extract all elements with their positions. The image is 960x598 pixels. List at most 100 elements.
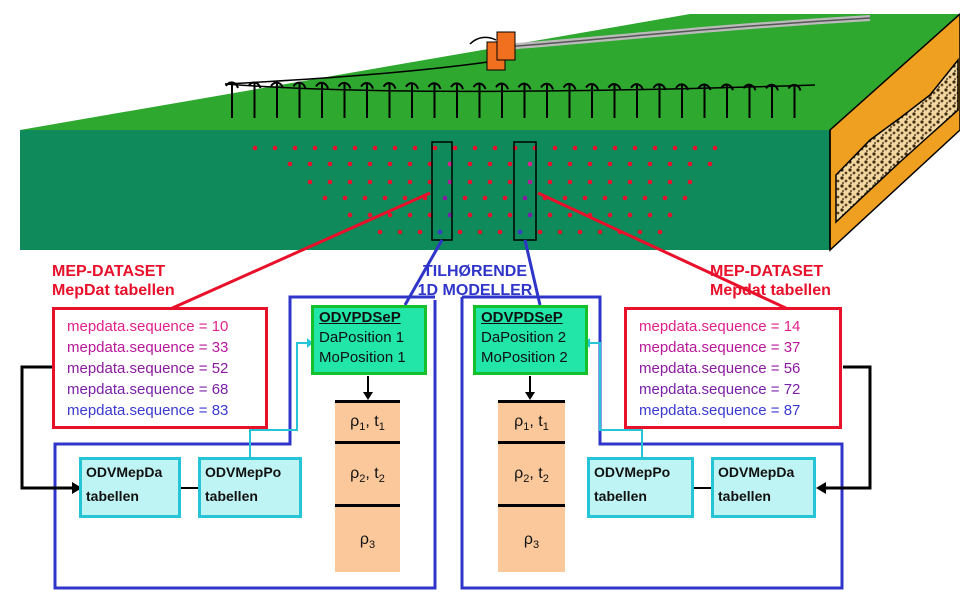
measurement-dot bbox=[467, 212, 473, 218]
layer-2: ρ2, t2 bbox=[498, 444, 565, 504]
layer-2: ρ2, t2 bbox=[335, 444, 400, 504]
electrode bbox=[292, 81, 307, 118]
measurement-dot bbox=[692, 145, 698, 151]
odvmeppo-table-right: ODVMepPo tabellen bbox=[587, 457, 694, 518]
measurement-dot bbox=[467, 161, 473, 167]
layer-model-right: ρ1, t1 ρ2, t2 ρ3 bbox=[498, 400, 565, 572]
measurement-dot bbox=[607, 212, 613, 218]
odvmepda-table-right: ODVMepDa tabellen bbox=[711, 457, 816, 518]
center-heading-line2: 1D MODELLER bbox=[417, 282, 533, 299]
measurement-dot bbox=[372, 145, 378, 151]
measurement-dot bbox=[672, 145, 678, 151]
table-name: ODVMepDa bbox=[718, 464, 795, 480]
electrode bbox=[652, 83, 667, 118]
model-frame-right bbox=[460, 295, 844, 590]
measurement-dot bbox=[667, 179, 673, 185]
electrode bbox=[765, 83, 779, 118]
measurement-dot bbox=[687, 161, 693, 167]
measurement-dot bbox=[442, 195, 448, 201]
measurement-dot bbox=[657, 229, 663, 235]
measurement-dot bbox=[572, 145, 578, 151]
measurement-dot bbox=[412, 145, 418, 151]
odv-box-right: ODVPDSeP DaPosition 2 MoPosition 2 bbox=[473, 305, 588, 375]
measurement-dot bbox=[362, 195, 368, 201]
measurement-dot bbox=[367, 161, 373, 167]
measurement-dot bbox=[322, 195, 328, 201]
sequence-item: mepdata.sequence = 72 bbox=[639, 381, 801, 398]
measurement-dot bbox=[577, 229, 583, 235]
measurement-dot bbox=[647, 179, 653, 185]
measurement-dot bbox=[567, 179, 573, 185]
sequence-item: mepdata.sequence = 56 bbox=[639, 360, 801, 377]
ground-surface bbox=[20, 14, 960, 130]
sequence-item: mepdata.sequence = 83 bbox=[67, 402, 229, 419]
measurement-dot bbox=[527, 212, 533, 218]
electrode bbox=[315, 81, 329, 118]
measurement-dot bbox=[447, 179, 453, 185]
measurement-dot bbox=[437, 229, 443, 235]
odv-da-position: DaPosition 2 bbox=[481, 329, 567, 346]
measurement-dot bbox=[387, 161, 393, 167]
measurement-dot bbox=[582, 195, 588, 201]
measurement-dot bbox=[667, 212, 673, 218]
measurement-dot bbox=[327, 161, 333, 167]
measurement-dot bbox=[417, 229, 423, 235]
measurement-dot bbox=[527, 161, 533, 167]
measurement-dot bbox=[407, 179, 413, 185]
left-sequence-box: mepdata.sequence = 10 mepdata.sequence =… bbox=[52, 307, 268, 429]
measurement-dot bbox=[652, 145, 658, 151]
odv-title: ODVPDSeP bbox=[319, 309, 401, 326]
electrode bbox=[450, 82, 464, 118]
measurement-dot bbox=[487, 179, 493, 185]
electrode bbox=[787, 83, 802, 118]
table-name: ODVMepPo bbox=[594, 464, 671, 480]
measurement-dot bbox=[537, 229, 543, 235]
measurement-dot bbox=[307, 179, 313, 185]
measurement-dot bbox=[427, 161, 433, 167]
sequence-item: mepdata.sequence = 52 bbox=[67, 360, 229, 377]
measurement-dot bbox=[477, 229, 483, 235]
measurement-dot bbox=[312, 145, 318, 151]
measurement-dot bbox=[392, 145, 398, 151]
sequence-item: mepdata.sequence = 87 bbox=[639, 402, 801, 419]
measurement-dot bbox=[427, 179, 433, 185]
electrode bbox=[427, 82, 442, 118]
measurement-dot bbox=[447, 212, 453, 218]
electrode bbox=[382, 82, 397, 118]
measurement-dot bbox=[627, 179, 633, 185]
measurement-dot bbox=[557, 229, 563, 235]
measurement-dot bbox=[472, 145, 478, 151]
left-dataset-subtitle: MepDat tabellen bbox=[52, 282, 175, 299]
electrode bbox=[270, 81, 284, 118]
measurement-dot bbox=[287, 161, 293, 167]
measurement-dot bbox=[497, 229, 503, 235]
electrode bbox=[630, 83, 644, 118]
measurement-dot bbox=[687, 179, 693, 185]
measurement-dot bbox=[517, 229, 523, 235]
table-label: tabellen bbox=[205, 488, 258, 504]
measurement-dot bbox=[607, 179, 613, 185]
measurement-dot bbox=[347, 212, 353, 218]
table-label: tabellen bbox=[718, 488, 771, 504]
right-sequence-box: mepdata.sequence = 14 mepdata.sequence =… bbox=[624, 307, 842, 429]
table-name: ODVMepDa bbox=[86, 464, 163, 480]
measurement-dot bbox=[592, 145, 598, 151]
measurement-dot bbox=[382, 195, 388, 201]
electrode bbox=[472, 82, 487, 118]
measurement-dot bbox=[342, 195, 348, 201]
left-dataset-title: MEP-DATASET bbox=[52, 263, 166, 280]
model-frame-left bbox=[53, 295, 437, 590]
measurement-dot bbox=[647, 161, 653, 167]
electrode bbox=[517, 82, 532, 118]
measurement-dot bbox=[352, 145, 358, 151]
measurement-dot bbox=[252, 145, 258, 151]
odv-mo-position: MoPosition 2 bbox=[481, 349, 568, 366]
electrode bbox=[742, 83, 757, 118]
measurement-dot bbox=[407, 212, 413, 218]
measurement-dot bbox=[567, 212, 573, 218]
measurement-dot bbox=[447, 161, 453, 167]
measurement-dot bbox=[632, 145, 638, 151]
measurement-dot bbox=[347, 161, 353, 167]
measurement-dot bbox=[327, 179, 333, 185]
right-dataset-heading: MEP-DATASET Mepdat tabellen bbox=[710, 262, 831, 300]
